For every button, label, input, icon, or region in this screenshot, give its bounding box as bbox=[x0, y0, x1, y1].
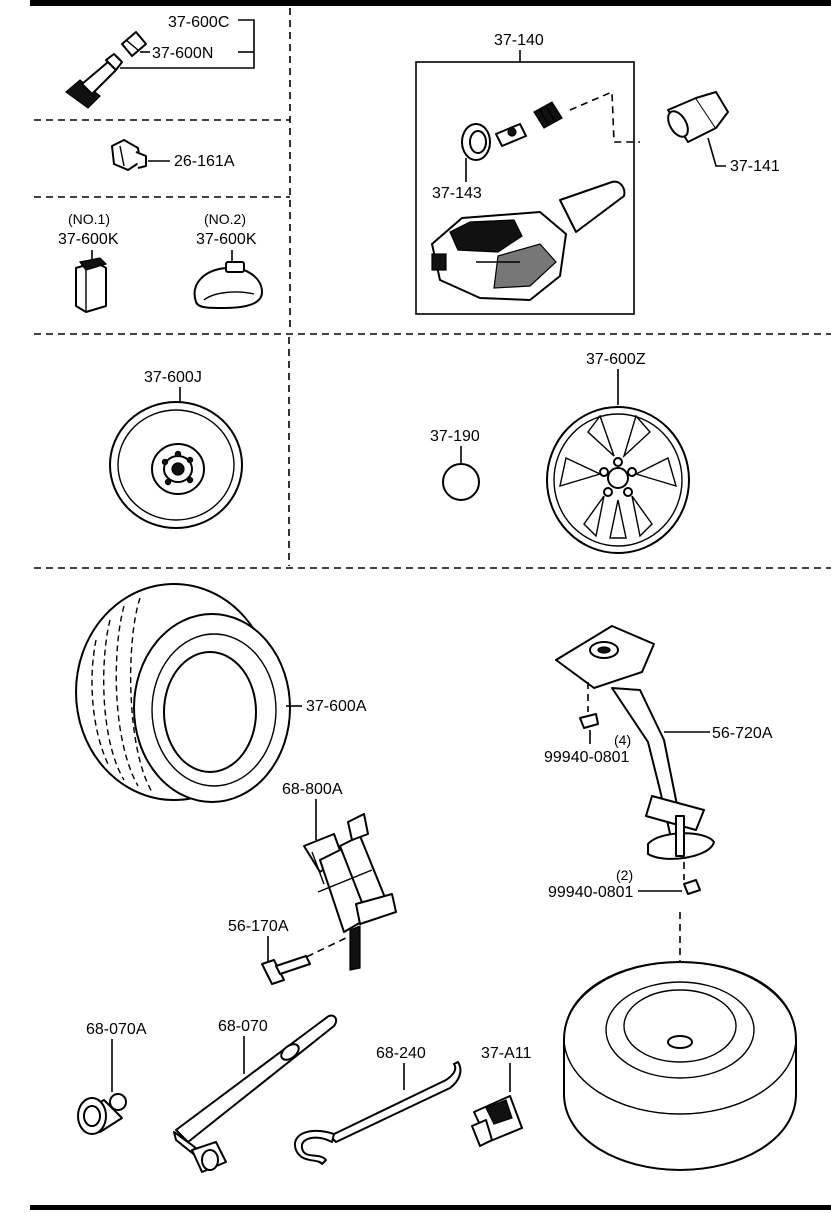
jack-group: 68-800A bbox=[282, 781, 397, 971]
bottom-border bbox=[30, 1205, 831, 1210]
tpms-group: 37-140 bbox=[415, 32, 780, 315]
label-qty-4: (4) bbox=[614, 732, 631, 748]
label-37-600A: 37-600A bbox=[306, 698, 367, 715]
tire-group: 37-600A bbox=[75, 583, 367, 803]
spare-tire-group bbox=[563, 912, 797, 1171]
label-68-240: 68-240 bbox=[376, 1045, 426, 1062]
label-56-170A: 56-170A bbox=[228, 918, 289, 935]
label-99940-0801-b: 99940-0801 bbox=[548, 884, 634, 901]
label-37-143: 37-143 bbox=[432, 185, 482, 202]
spare-tire-icon bbox=[563, 961, 797, 1171]
carrier-bracket-icon bbox=[555, 625, 715, 860]
valve-stem-group: 37-600C 37-600N bbox=[65, 14, 255, 109]
tpms-sensor-icon bbox=[431, 90, 640, 301]
label-26-161A: 26-161A bbox=[174, 153, 235, 170]
label-37-A11: 37-A11 bbox=[481, 1045, 532, 1062]
label-37-190: 37-190 bbox=[430, 428, 480, 445]
label-37-600C: 37-600C bbox=[168, 14, 229, 31]
label-37-140: 37-140 bbox=[494, 32, 544, 49]
label-no1: (NO.1) bbox=[68, 211, 110, 227]
label-37-600N: 37-600N bbox=[152, 45, 213, 62]
sealant-bottle-icon bbox=[193, 261, 263, 309]
center-cap-icon bbox=[442, 463, 480, 501]
wrench-icon bbox=[173, 1014, 338, 1173]
top-border bbox=[30, 0, 831, 6]
hook-icon bbox=[293, 1061, 462, 1165]
jack-icon bbox=[303, 813, 397, 971]
tire-icon bbox=[75, 583, 291, 803]
label-56-720A: 56-720A bbox=[712, 725, 773, 742]
cap-37-190-group: 37-190 bbox=[430, 428, 480, 501]
jack-handle-group: 56-170A bbox=[228, 918, 311, 985]
bolt-2-icon bbox=[683, 862, 701, 895]
alloy-wheel-icon bbox=[546, 406, 690, 554]
wrench-group: 68-070 bbox=[173, 1014, 338, 1173]
valve-stem-icon bbox=[65, 31, 147, 109]
label-qty-2: (2) bbox=[616, 867, 633, 883]
spare-carrier-group: 56-720A (4) 99940-0801 (2) 99940-0801 bbox=[544, 625, 773, 901]
lug-nut-group: 26-161A bbox=[111, 139, 235, 171]
socket-icon bbox=[77, 1093, 127, 1135]
lug-nut-icon bbox=[111, 139, 147, 171]
alloy-wheel-group: 37-600Z bbox=[546, 351, 690, 554]
tie-down-icon bbox=[471, 1095, 523, 1147]
repair-kit-icon bbox=[75, 257, 108, 313]
bag-37-A11-group: 37-A11 bbox=[471, 1045, 532, 1147]
socket-group: 68-070A bbox=[77, 1021, 147, 1135]
section-dividers bbox=[34, 8, 831, 569]
label-37-600K-no1: 37-600K bbox=[58, 231, 119, 248]
label-37-600K-no2: 37-600K bbox=[196, 231, 257, 248]
hook-group: 68-240 bbox=[293, 1045, 462, 1165]
collar-icon bbox=[667, 91, 729, 143]
label-no2: (NO.2) bbox=[204, 211, 246, 227]
bolt-4-icon bbox=[579, 682, 599, 729]
label-99940-0801-a: 99940-0801 bbox=[544, 749, 630, 766]
wheel-icon bbox=[109, 401, 243, 529]
label-68-070: 68-070 bbox=[218, 1018, 268, 1035]
label-68-800A: 68-800A bbox=[282, 781, 343, 798]
label-37-600J: 37-600J bbox=[144, 369, 202, 386]
tpms-frame bbox=[415, 61, 635, 315]
steel-wheel-group: 37-600J bbox=[109, 369, 243, 529]
repair-kit-group: (NO.1) 37-600K (NO.2) 37-600K bbox=[58, 211, 263, 313]
label-37-600Z: 37-600Z bbox=[586, 351, 646, 368]
eye-bolt-icon bbox=[261, 955, 311, 985]
label-37-141: 37-141 bbox=[730, 158, 780, 175]
label-68-070A: 68-070A bbox=[86, 1021, 147, 1038]
